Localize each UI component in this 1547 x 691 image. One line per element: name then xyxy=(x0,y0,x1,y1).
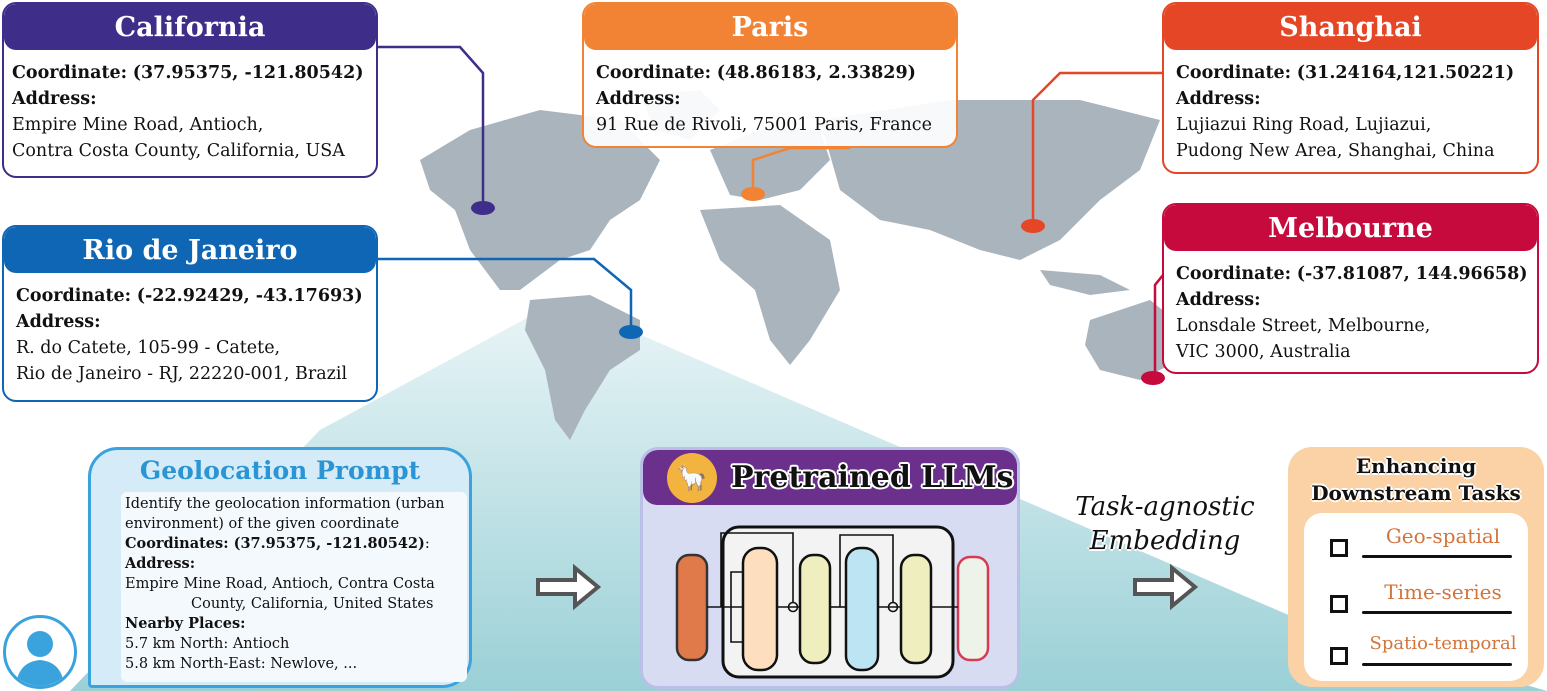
address-label: Address: xyxy=(12,89,97,109)
location-card-melbourne: Melbourne Coordinate: (-37.81087, 144.96… xyxy=(1162,203,1539,374)
underline xyxy=(1362,663,1512,666)
address-line: Lonsdale Street, Melbourne, xyxy=(1176,316,1431,336)
coordinate-value: (31.24164,121.50221) xyxy=(1296,63,1515,83)
task-list: Geo-spatial Time-series Spatio-temporal xyxy=(1304,513,1528,681)
llm-header: 🦙 Pretrained LLMs xyxy=(643,450,1017,505)
prompt-address-label: Address: xyxy=(125,555,196,572)
nearby-place: 5.8 km North-East: Newlove, ... xyxy=(125,656,358,672)
transformer-diagram xyxy=(675,525,990,679)
task-item-spatio-temporal[interactable]: Spatio-temporal xyxy=(1326,631,1516,671)
continents xyxy=(420,90,1175,440)
downstream-tasks-panel: Enhancing Downstream Tasks Geo-spatial T… xyxy=(1288,447,1544,687)
embedding-label-line: Task-agnostic xyxy=(1075,492,1255,522)
task-item-geo-spatial[interactable]: Geo-spatial xyxy=(1326,523,1516,563)
geolocation-prompt-bubble: Geolocation Prompt Identify the geolocat… xyxy=(88,447,472,688)
task-label: Geo-spatial xyxy=(1385,524,1501,548)
downstream-title: Enhancing Downstream Tasks xyxy=(1288,453,1544,507)
card-title: California xyxy=(4,4,376,50)
coordinate-value: (-22.92429, -43.17693) xyxy=(136,286,363,306)
arrow-right-icon xyxy=(536,563,602,611)
location-card-paris: Paris Coordinate: (48.86183, 2.33829) Ad… xyxy=(582,2,958,148)
address-line: 91 Rue de Rivoli, 75001 Paris, France xyxy=(596,115,932,135)
card-title: Paris xyxy=(584,4,956,50)
coordinate-value: (-37.81087, 144.96658) xyxy=(1296,264,1528,284)
underline xyxy=(1362,611,1512,614)
checkbox-icon[interactable] xyxy=(1330,647,1348,665)
location-card-california: California Coordinate: (37.95375, -121.8… xyxy=(2,2,378,178)
checkbox-icon[interactable] xyxy=(1330,595,1348,613)
address-line: Rio de Janeiro - RJ, 22220-001, Brazil xyxy=(16,364,348,384)
location-card-shanghai: Shanghai Coordinate: (31.24164,121.50221… xyxy=(1162,2,1539,174)
card-title: Shanghai xyxy=(1164,4,1537,50)
colon: : xyxy=(424,536,430,552)
user-avatar xyxy=(3,615,77,689)
downstream-title-line: Downstream Tasks xyxy=(1311,481,1521,505)
llm-title: Pretrained LLMs xyxy=(731,460,1014,495)
prompt-instruction: Identify the geolocation information (ur… xyxy=(125,496,445,532)
embedding-label: Task-agnostic Embedding xyxy=(1065,490,1265,558)
prompt-title: Geolocation Prompt xyxy=(139,456,421,485)
task-item-time-series[interactable]: Time-series xyxy=(1326,579,1516,619)
embedding-label-line: Embedding xyxy=(1089,526,1241,556)
location-card-rio-de-janeiro: Rio de Janeiro Coordinate: (-22.92429, -… xyxy=(2,225,378,402)
task-label: Spatio-temporal xyxy=(1369,633,1517,654)
user-icon xyxy=(16,631,64,686)
alpaca-icon: 🦙 xyxy=(667,452,717,503)
address-line: R. do Catete, 105-99 - Catete, xyxy=(16,338,281,358)
coordinate-value: (48.86183, 2.33829) xyxy=(716,63,916,83)
address-label: Address: xyxy=(1176,290,1261,310)
coordinate-label: Coordinate: xyxy=(16,286,132,306)
prompt-address-line: County, California, United States xyxy=(191,596,434,612)
checkbox-icon[interactable] xyxy=(1330,539,1348,557)
task-label: Time-series xyxy=(1384,580,1502,604)
address-line: Pudong New Area, Shanghai, China xyxy=(1176,141,1495,161)
card-title: Melbourne xyxy=(1164,205,1537,251)
prompt-text: Identify the geolocation information (ur… xyxy=(121,492,467,682)
address-label: Address: xyxy=(596,89,681,109)
prompt-nearby-label: Nearby Places: xyxy=(125,615,246,632)
address-line: Lujiazui Ring Road, Lujiazui, xyxy=(1176,115,1432,135)
pretrained-llms-panel: 🦙 Pretrained LLMs xyxy=(640,447,1020,689)
address-label: Address: xyxy=(1176,89,1261,109)
downstream-title-line: Enhancing xyxy=(1355,454,1477,478)
address-line: VIC 3000, Australia xyxy=(1176,342,1351,362)
underline xyxy=(1362,555,1512,558)
prompt-address-line: Empire Mine Road, Antioch, Contra Costa xyxy=(125,576,435,592)
address-line: Contra Costa County, California, USA xyxy=(12,141,345,161)
nearby-place: 5.7 km North: Antioch xyxy=(125,636,290,652)
address-line: Empire Mine Road, Antioch, xyxy=(12,115,264,135)
coordinate-label: Coordinate: xyxy=(12,63,128,83)
coordinate-label: Coordinate: xyxy=(596,63,712,83)
card-title: Rio de Janeiro xyxy=(4,227,376,273)
prompt-coordinates: Coordinates: (37.95375, -121.80542) xyxy=(125,535,425,552)
coordinate-label: Coordinate: xyxy=(1176,63,1292,83)
coordinate-value: (37.95375, -121.80542) xyxy=(132,63,364,83)
coordinate-label: Coordinate: xyxy=(1176,264,1292,284)
arrow-right-icon-2 xyxy=(1133,563,1199,611)
address-label: Address: xyxy=(16,312,101,332)
